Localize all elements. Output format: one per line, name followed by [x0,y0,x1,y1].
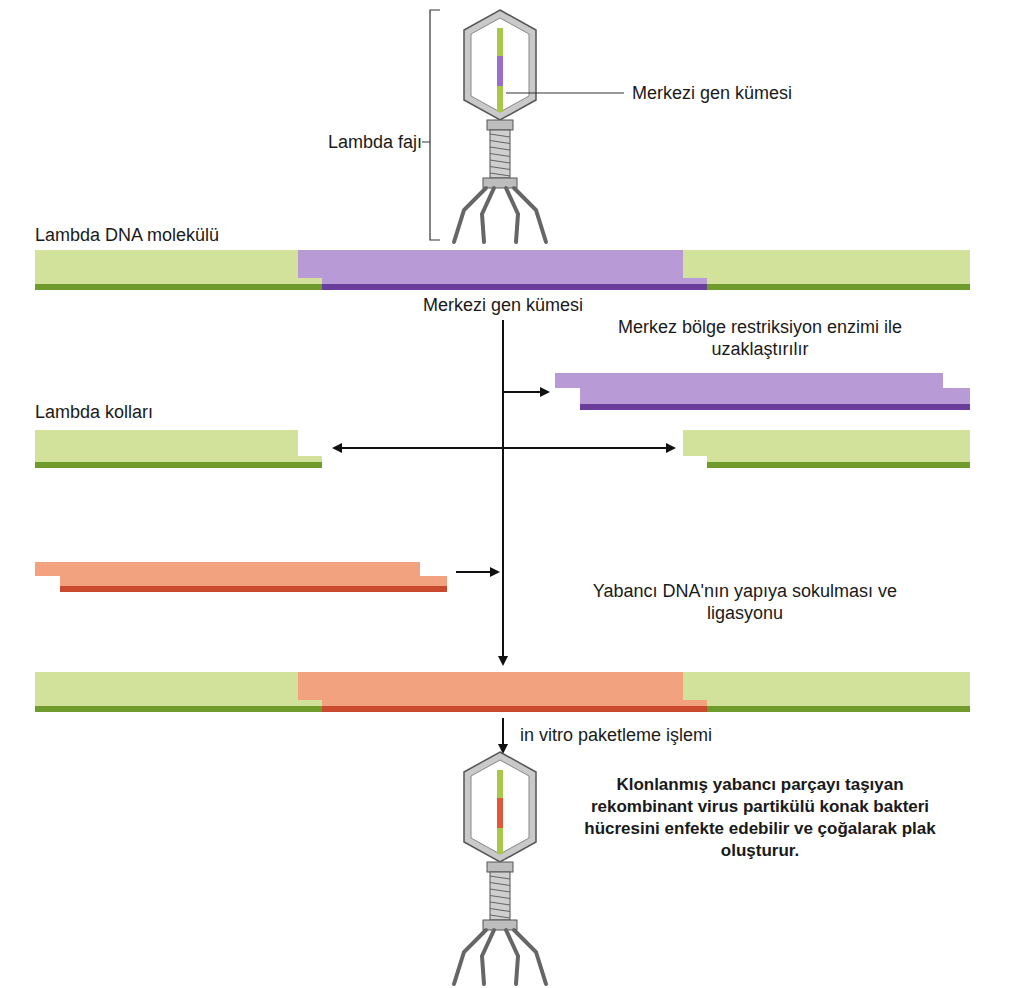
recombinant-dna [35,672,970,712]
callout-label: Merkezi gen kümesi [632,82,892,104]
lambda-arms [35,430,970,468]
bracket [422,10,440,240]
step-note: in vitro paketleme işlemi [520,724,820,746]
molecule-label: Lambda DNA molekülü [35,224,335,246]
phage-dna [497,770,503,854]
branch-arrow [503,391,548,393]
region-label: Merkezi gen kümesi [370,294,636,316]
cloned-fragment [497,798,503,828]
insert-arrow [456,571,498,573]
step-note: Yabancı DNA'nın yapıya sokulması ve liga… [580,580,910,624]
arms-label: Lambda kolları [35,401,275,423]
result-note: Klonlanmış yabancı parçayı taşıyan rekom… [575,774,945,862]
flow-arrow [502,320,504,664]
lambda-dna [35,250,970,290]
foreign-dna [35,562,447,592]
step-note: Merkez bölge restriksiyon enzimi ile uza… [590,316,930,360]
phage-label: Lambda fajı [318,131,422,153]
double-arrow [334,447,674,449]
central-gene-cluster [497,56,503,86]
packaging-arrow [502,718,504,752]
lambda-phage [454,10,546,242]
leader-line [506,92,624,93]
recombinant-phage [454,752,546,984]
removed-fragment [555,373,970,410]
phage-dna [497,28,503,112]
